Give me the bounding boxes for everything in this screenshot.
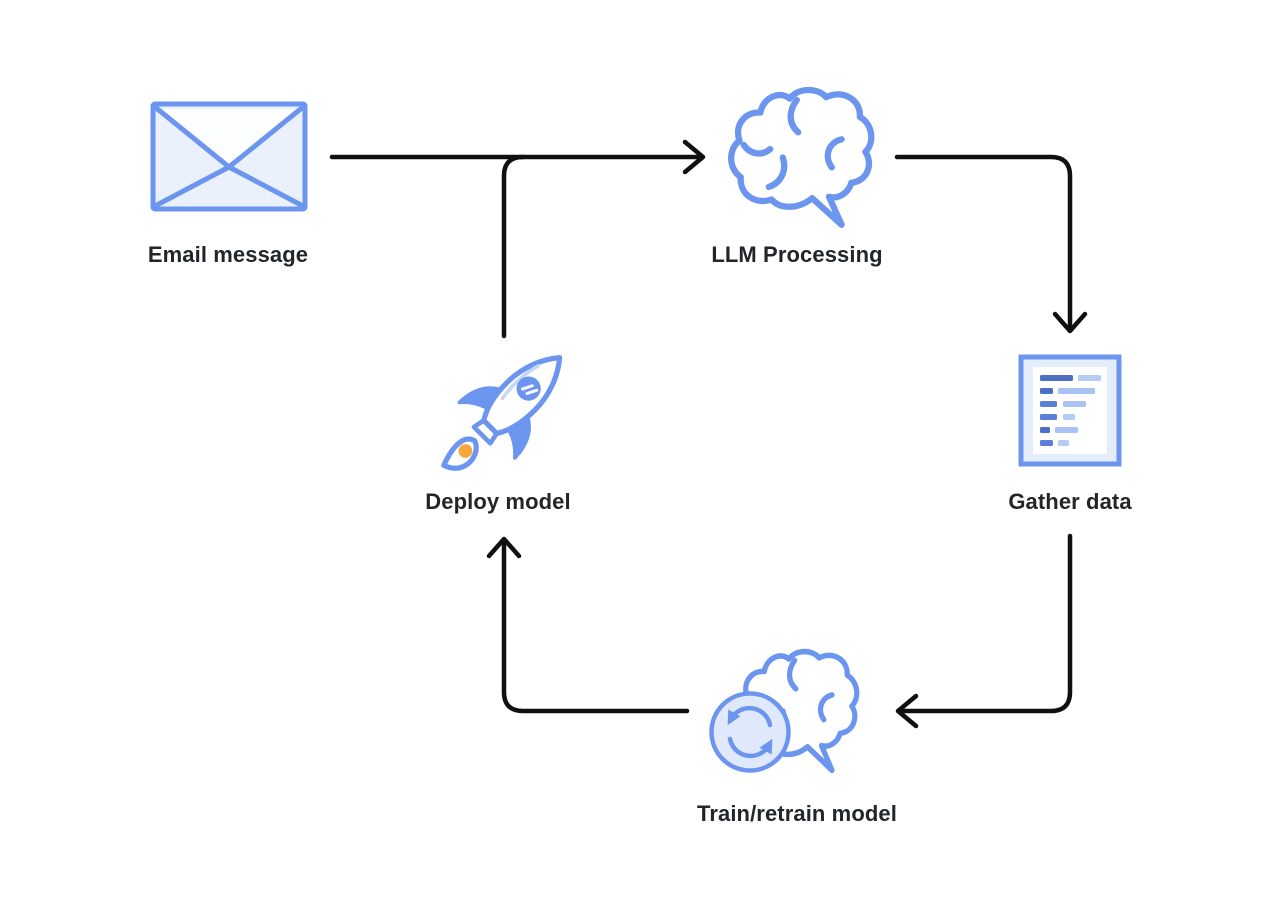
arrow-deploy-to-llm [501,154,526,339]
flame-orange-dot [458,444,473,458]
refresh-badge [709,691,791,773]
arrow-train-to-deploy [486,536,690,714]
arrow-gather-to-train [895,533,1073,729]
node-label-email-message: Email message [147,242,309,267]
rocket-icon [441,355,563,471]
envelope-icon [150,101,308,212]
document-icon [1018,354,1122,467]
node-label-gather-data: Gather data [1008,489,1132,514]
brain-icon [718,84,894,234]
rocket-left-fin [457,386,502,410]
brain-refresh-icon [709,648,876,796]
document-text-bars [1040,375,1101,446]
node-label-llm-processing: LLM Processing [711,242,883,267]
node-label-train-retrain-model: Train/retrain model [697,801,897,826]
rocket-right-fin [508,415,531,460]
rocket-window [516,376,541,401]
arrow-email-to-llm [329,139,706,175]
arrow-llm-to-gather [894,154,1088,334]
node-label-deploy-model: Deploy model [425,489,571,514]
